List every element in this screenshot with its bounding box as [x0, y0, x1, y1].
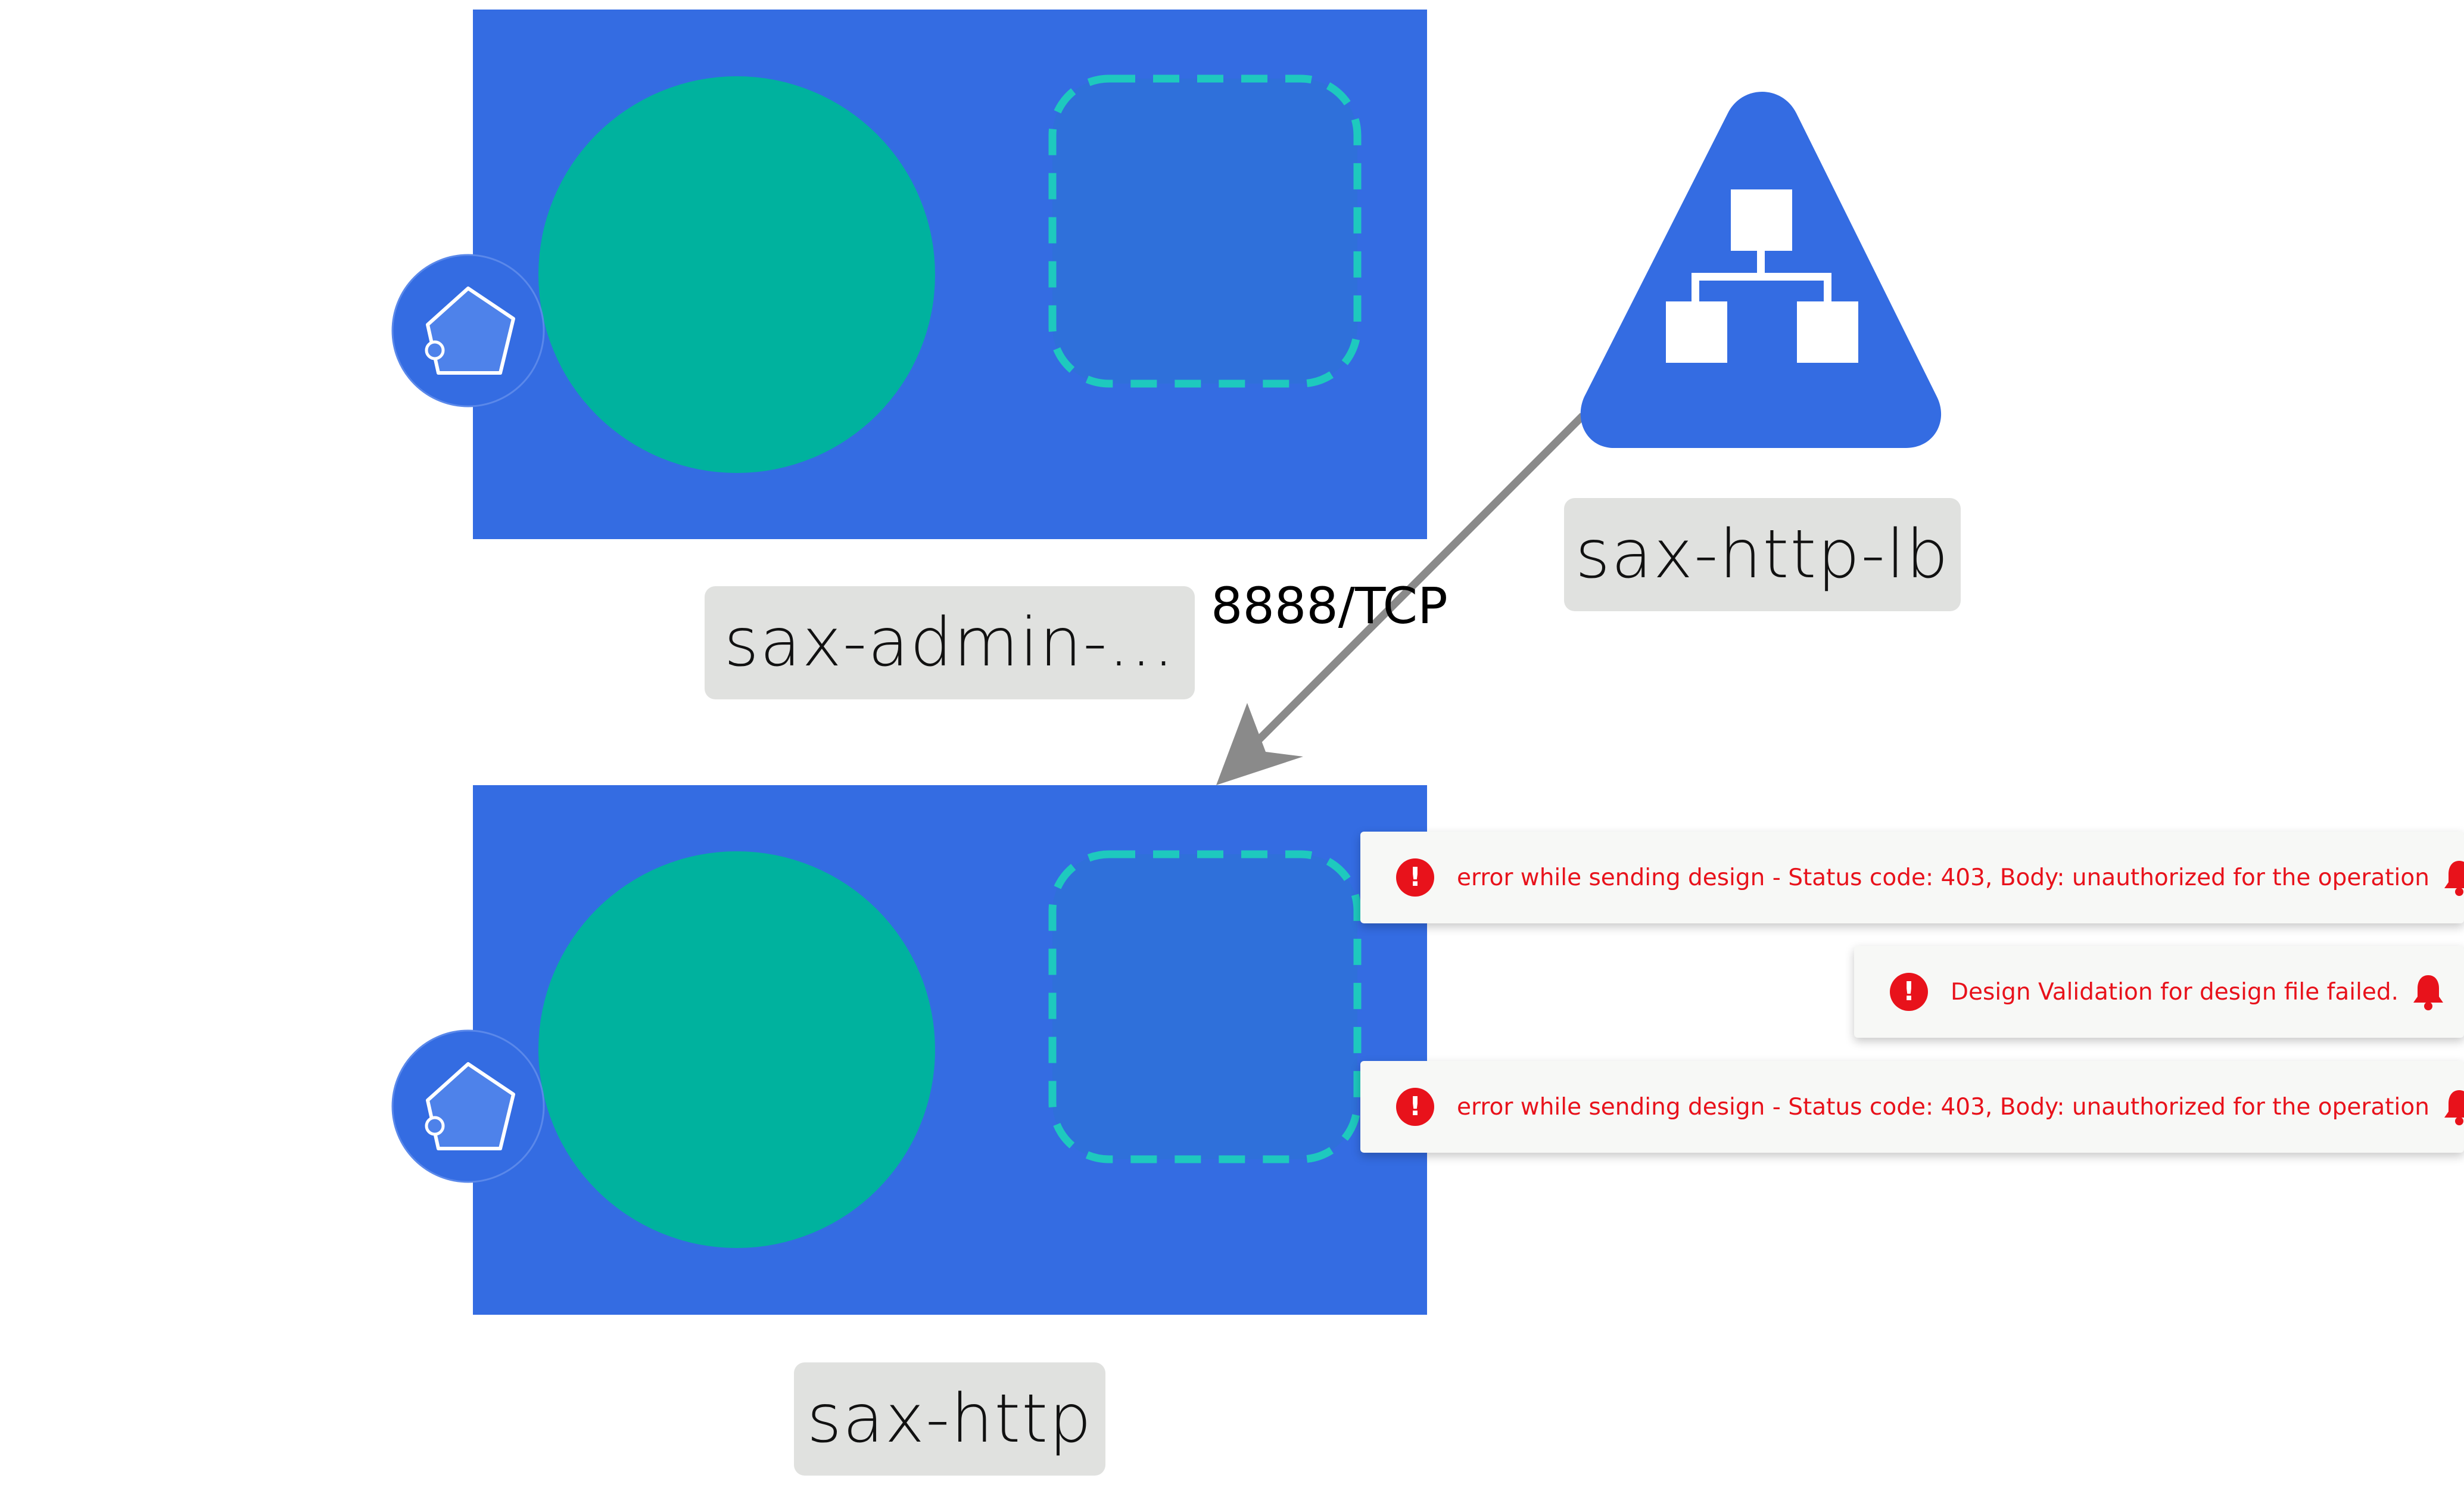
error-notification[interactable]: ! error while sending design - Status co… [1360, 1061, 2464, 1153]
dot-icon [425, 340, 445, 360]
http-volume-box [1048, 850, 1362, 1163]
admin-pod-node[interactable] [391, 10, 1427, 539]
error-notification[interactable]: ! Design Validation for design file fail… [1854, 946, 2464, 1038]
bell-icon[interactable] [2441, 858, 2464, 897]
http-pod-node[interactable] [391, 785, 1427, 1315]
pentagon-icon [426, 1062, 515, 1150]
pentagon-icon [426, 287, 515, 375]
notification-message: error while sending design - Status code… [1457, 864, 2429, 891]
arrowhead-icon [1216, 703, 1303, 785]
http-container-circle [538, 851, 935, 1248]
admin-volume-box [1048, 74, 1362, 388]
bell-icon[interactable] [2410, 973, 2446, 1011]
network-hierarchy-icon [1666, 189, 1858, 363]
http-pod-badge[interactable] [391, 1029, 545, 1183]
load-balancer-node[interactable] [1580, 92, 1942, 448]
load-balancer-label[interactable]: sax-http-lb [1564, 498, 1961, 611]
edge-port-label: 8888/TCP [1211, 577, 1448, 635]
notification-message: Design Validation for design file failed… [1951, 978, 2399, 1006]
error-icon: ! [1396, 1088, 1434, 1126]
error-icon: ! [1396, 858, 1434, 897]
dot-icon [425, 1116, 445, 1136]
admin-pod-badge[interactable] [391, 254, 545, 407]
error-icon: ! [1890, 973, 1928, 1011]
error-notification[interactable]: ! error while sending design - Status co… [1360, 832, 2464, 923]
admin-container-circle [538, 76, 935, 473]
http-pod-label[interactable]: sax-http [794, 1362, 1105, 1476]
edge-line [1247, 412, 1589, 754]
bell-icon[interactable] [2441, 1088, 2464, 1126]
notification-message: error while sending design - Status code… [1457, 1093, 2429, 1121]
admin-pod-label[interactable]: sax-admin-... [705, 586, 1195, 699]
edge-lb-to-http[interactable] [1216, 412, 1589, 785]
